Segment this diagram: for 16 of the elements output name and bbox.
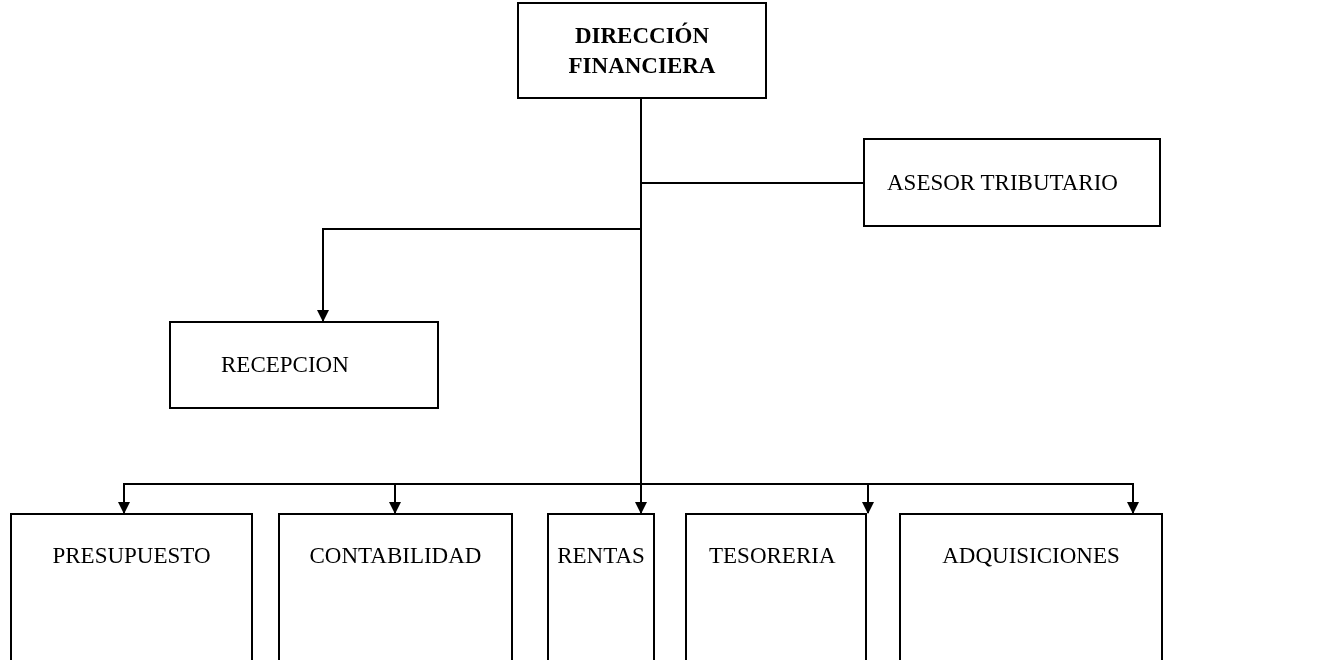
box-label: TESORERIA: [709, 542, 836, 570]
org-box: [278, 513, 513, 660]
box-label: ADQUISICIONES: [942, 542, 1120, 570]
box-label: ASESOR TRIBUTARIO: [887, 168, 1118, 197]
org-box: [863, 138, 1161, 227]
org-box: [10, 513, 253, 660]
org-box: [685, 513, 867, 660]
box-label: RENTAS: [557, 542, 645, 570]
box-label: RECEPCION: [221, 351, 349, 380]
box-label: DIRECCIÓN FINANCIERA: [567, 21, 717, 80]
org-box: [169, 321, 439, 409]
org-box: [517, 2, 767, 99]
org-box: [547, 513, 655, 660]
box-label: CONTABILIDAD: [309, 542, 482, 570]
box-label: PRESUPUESTO: [52, 542, 211, 570]
org-box: [899, 513, 1163, 660]
